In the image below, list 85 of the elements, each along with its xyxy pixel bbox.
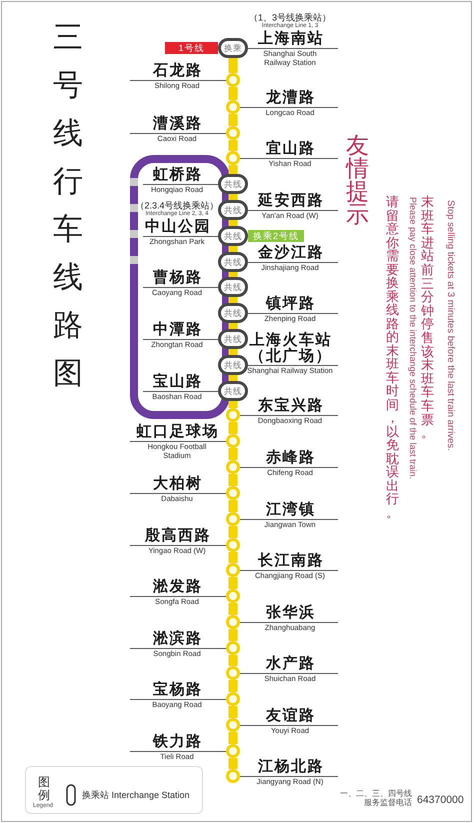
station-name: 淞滨路 <box>152 630 202 647</box>
legend-heading: 图例 <box>38 776 50 802</box>
station-name: 友谊路 <box>264 706 316 724</box>
track-segment <box>228 87 238 100</box>
track-segment <box>228 500 238 512</box>
station-dot <box>226 769 240 783</box>
track-segment <box>228 194 238 200</box>
station-dot <box>226 408 240 422</box>
station-name: 漕溪路 <box>152 114 202 132</box>
station-name: 金沙江路 <box>256 244 324 261</box>
track-segment <box>228 526 238 538</box>
notice-text: Please pay close attention to the interchange schedule of the last train. <box>408 197 418 480</box>
station-dot <box>226 126 240 140</box>
track-segment <box>228 448 238 460</box>
track-segment <box>228 577 238 589</box>
station-name: 延安西路 <box>256 192 324 209</box>
station-name: 张华浜 <box>265 604 316 621</box>
station-name: 铁力路 <box>152 732 202 750</box>
station-dot <box>226 486 240 500</box>
notice-heading: 友情提示 <box>346 134 369 226</box>
track-segment <box>228 349 238 355</box>
title: 三号线行车线路图 <box>53 20 83 392</box>
track-segment <box>228 629 238 641</box>
station-dot <box>226 744 240 758</box>
track-segment <box>228 706 238 718</box>
station-name: 江杨北路 <box>256 758 324 775</box>
line-tag: 换乘2号线 <box>248 230 304 242</box>
station-name: 殷高西路 <box>144 526 211 544</box>
station-dot <box>226 718 240 732</box>
station-dot <box>226 151 240 165</box>
track-segment <box>228 422 238 434</box>
station-name: 水产路 <box>264 654 316 672</box>
track-segment <box>228 552 238 563</box>
station-dot <box>226 563 240 577</box>
interchange-marker: 换乘 <box>218 38 248 58</box>
station-dot <box>226 73 240 87</box>
station-name: 上海火车站（北广场） <box>248 332 333 364</box>
track-segment <box>228 165 238 174</box>
station-name: 宝杨路 <box>152 680 202 698</box>
station-name: 龙漕路 <box>264 88 316 106</box>
station-name: 淞发路 <box>152 578 202 595</box>
station-dot <box>226 512 240 526</box>
legend-text: 换乘站 Interchange Station <box>82 790 190 800</box>
station-name: 石龙路 <box>152 62 202 79</box>
station-name: 江湾镇 <box>265 500 316 518</box>
station-name: 长江南路 <box>256 552 324 569</box>
track-segment <box>228 474 238 486</box>
track-segment <box>228 655 238 666</box>
line-tag: 1号线 <box>165 42 218 54</box>
interchange-note: （1、3号线换乘站） <box>249 12 331 23</box>
track-segment <box>228 272 238 277</box>
track-segment <box>228 297 238 303</box>
hotline-caption: 一、二、三、四号线服务监督电话 <box>339 789 412 808</box>
station-name: 大柏树 <box>152 474 202 492</box>
hotline-number: 64370000 <box>417 794 464 806</box>
station-dot <box>226 538 240 552</box>
station-dot <box>226 460 240 474</box>
track-segment <box>228 246 238 252</box>
station-name: 宜山路 <box>265 140 316 157</box>
station-name: 镇坪路 <box>264 294 316 312</box>
station-dot <box>226 589 240 603</box>
station-name: 东宝兴路 <box>256 396 324 414</box>
track-segment <box>228 140 238 151</box>
station-dot <box>226 666 240 680</box>
track-segment <box>228 401 238 408</box>
track-segment <box>228 758 238 769</box>
track-segment <box>228 375 238 381</box>
station-dot <box>226 100 240 114</box>
station-name: 赤峰路 <box>265 448 316 466</box>
track-segment <box>228 603 238 615</box>
station-dot <box>226 434 240 448</box>
station-dot <box>226 615 240 629</box>
station-name: 上海南站 <box>256 30 324 47</box>
track-segment <box>228 220 238 226</box>
notice-text: 请留意你需要换乘线路的末班车时间，以免耽误出行。 <box>386 195 399 519</box>
track-segment <box>228 114 238 126</box>
notice-text: Stop selling tickets at 3 minutes before the last train arrives. <box>444 200 455 451</box>
track-segment <box>228 58 238 73</box>
station-dot <box>226 641 240 655</box>
station-name: 虹口足球场 <box>136 422 219 440</box>
track-segment <box>228 732 238 744</box>
station-dot <box>226 692 240 706</box>
track-segment <box>228 680 238 692</box>
track-segment <box>228 323 238 329</box>
notice-text: 末班车进站前三分钟停售该末班车车票。 <box>421 195 434 440</box>
